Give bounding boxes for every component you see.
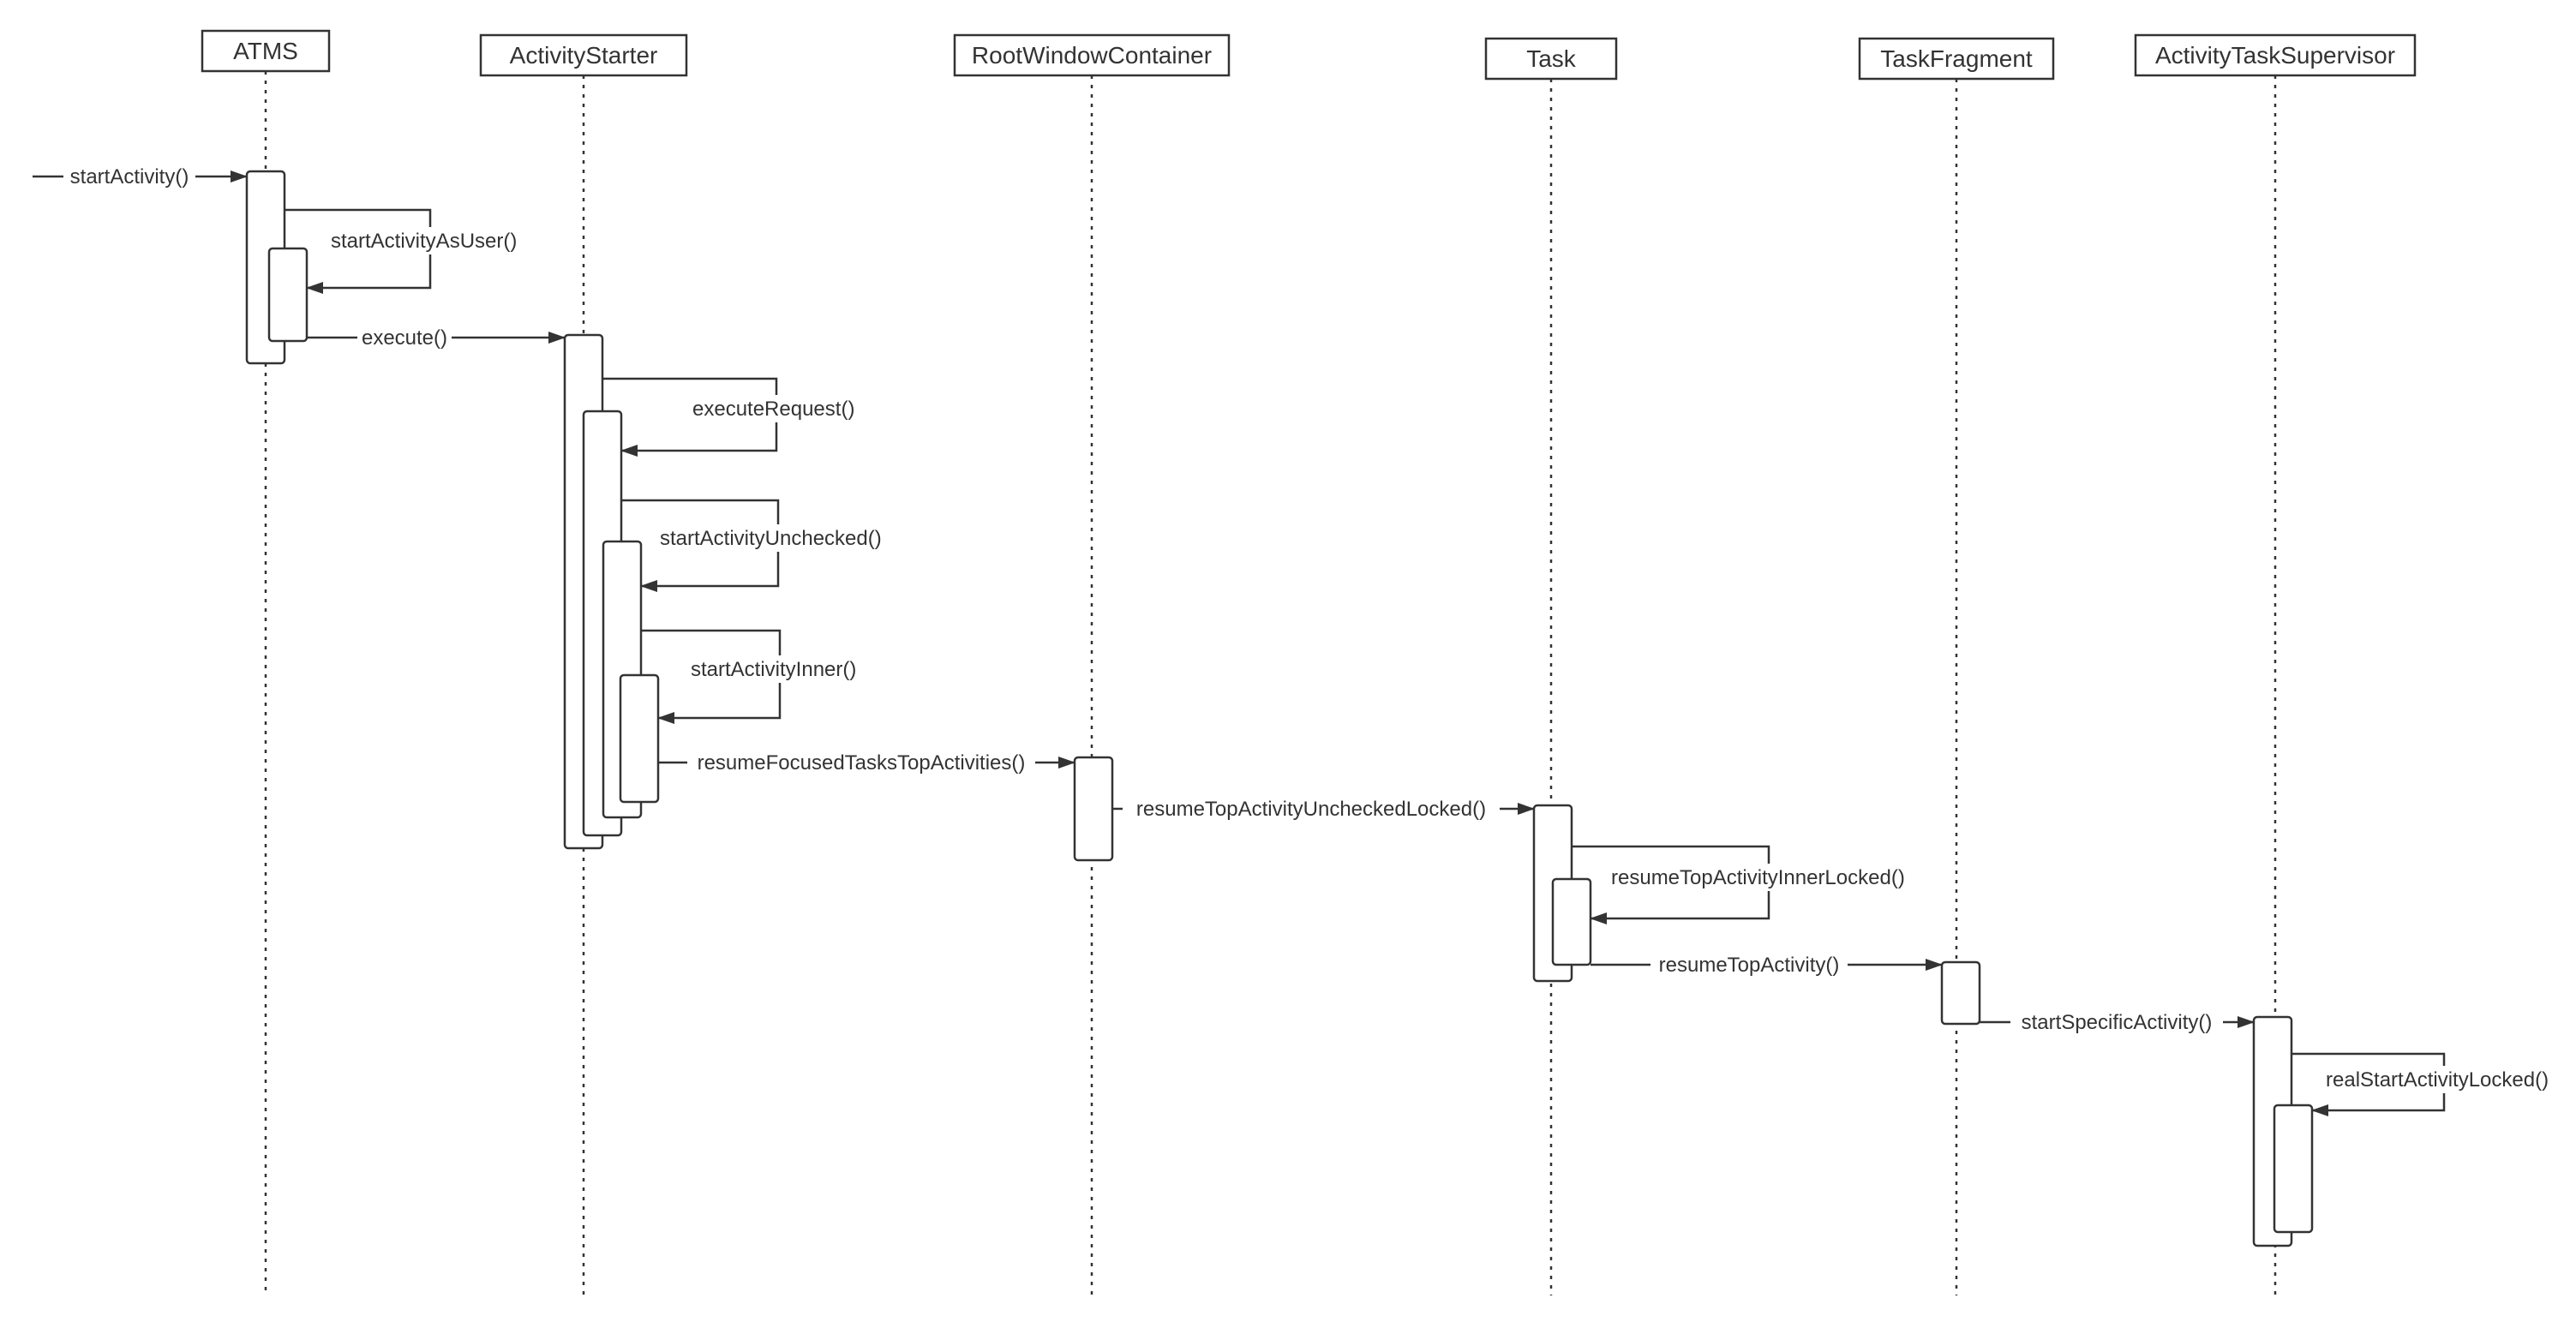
message-label: startActivityUnchecked() [660,527,882,550]
message-label: startActivityInner() [691,658,856,681]
participant-label: Task [1526,45,1577,72]
message-label-bg [2326,1066,2569,1093]
participant-box [2134,33,2417,77]
message-label-bg [63,163,195,190]
message-resume-top-activity: resumeTopActivity() [1591,951,1943,978]
message-label-bg [691,655,876,683]
message-execute: execute() [307,324,566,351]
participant-activity-task-supervisor: ActivityTaskSupervisor [2134,33,2417,1295]
participant-task-fragment: TaskFragment [1858,37,2055,1295]
participant-box [1858,37,2055,81]
participant-label: ATMS [233,38,298,64]
message-start-activity-inner: startActivityInner() [641,629,876,724]
participant-box [201,29,331,73]
participant-label: ActivityStarter [510,42,658,69]
participant-box [953,33,1231,77]
activation-bar-root-window-container [1073,756,1114,862]
message-label: executeRequest() [692,398,854,421]
message-label-bg [1650,951,1848,978]
activations [245,170,2314,1247]
message-label: startSpecificActivity() [2022,1011,2213,1034]
message-label: resumeTopActivity() [1659,954,1840,977]
participant-label: RootWindowContainer [972,42,1212,69]
message-execute-request: executeRequest() [602,377,864,457]
message-start-specific-activity: startSpecificActivity() [1980,1008,2255,1036]
message-label-bg [357,324,452,351]
message-resume-top-activity-inner-locked: resumeTopActivityInnerLocked() [1572,845,1925,924]
message-label: execute() [362,326,447,350]
activation-bar-supervisor-inner [2273,1104,2314,1234]
activation-bar-task-inner [1551,877,1592,966]
participant-box [1484,37,1618,81]
participant-atms: ATMS [201,29,331,1295]
message-label-bg [1611,864,1925,891]
message-start-activity: startActivity() [33,163,248,190]
message-label: resumeTopActivityInnerLocked() [1611,866,1905,889]
message-resume-focused-tasks-top-activities: resumeFocusedTasksTopActivities() [658,749,1075,776]
message-label-bg [331,227,530,254]
participant-activity-starter: ActivityStarter [479,33,688,1295]
message-label-bg [1123,795,1500,823]
message-label: realStartActivityLocked() [2326,1068,2549,1092]
message-resume-top-activity-unchecked-locked: resumeTopActivityUncheckedLocked() [1112,795,1535,823]
message-label: resumeFocusedTasksTopActivities() [698,751,1026,775]
message-real-start-activity-locked: realStartActivityLocked() [2291,1052,2569,1116]
activation-bar-task-fragment [1940,960,1981,1026]
participant-task: Task [1484,37,1618,1295]
participant-label: TaskFragment [1880,45,2033,72]
message-label: startActivity() [70,165,189,188]
participant-root-window-container: RootWindowContainer [953,33,1231,1295]
message-start-activity-unchecked: startActivityUnchecked() [621,499,902,592]
message-start-activity-as-user: startActivityAsUser() [285,208,530,294]
message-label-bg [2010,1008,2223,1036]
activation-bar-atms-inner [267,247,309,343]
message-label: resumeTopActivityUncheckedLocked() [1136,798,1486,821]
participant-label: ActivityTaskSupervisor [2155,42,2395,69]
message-label: startActivityAsUser() [331,230,517,253]
message-label-bg [692,395,864,422]
activation-bar-starter-4 [619,673,660,804]
message-label-bg [660,524,902,552]
participant-box [479,33,688,77]
message-label-bg [687,749,1035,776]
